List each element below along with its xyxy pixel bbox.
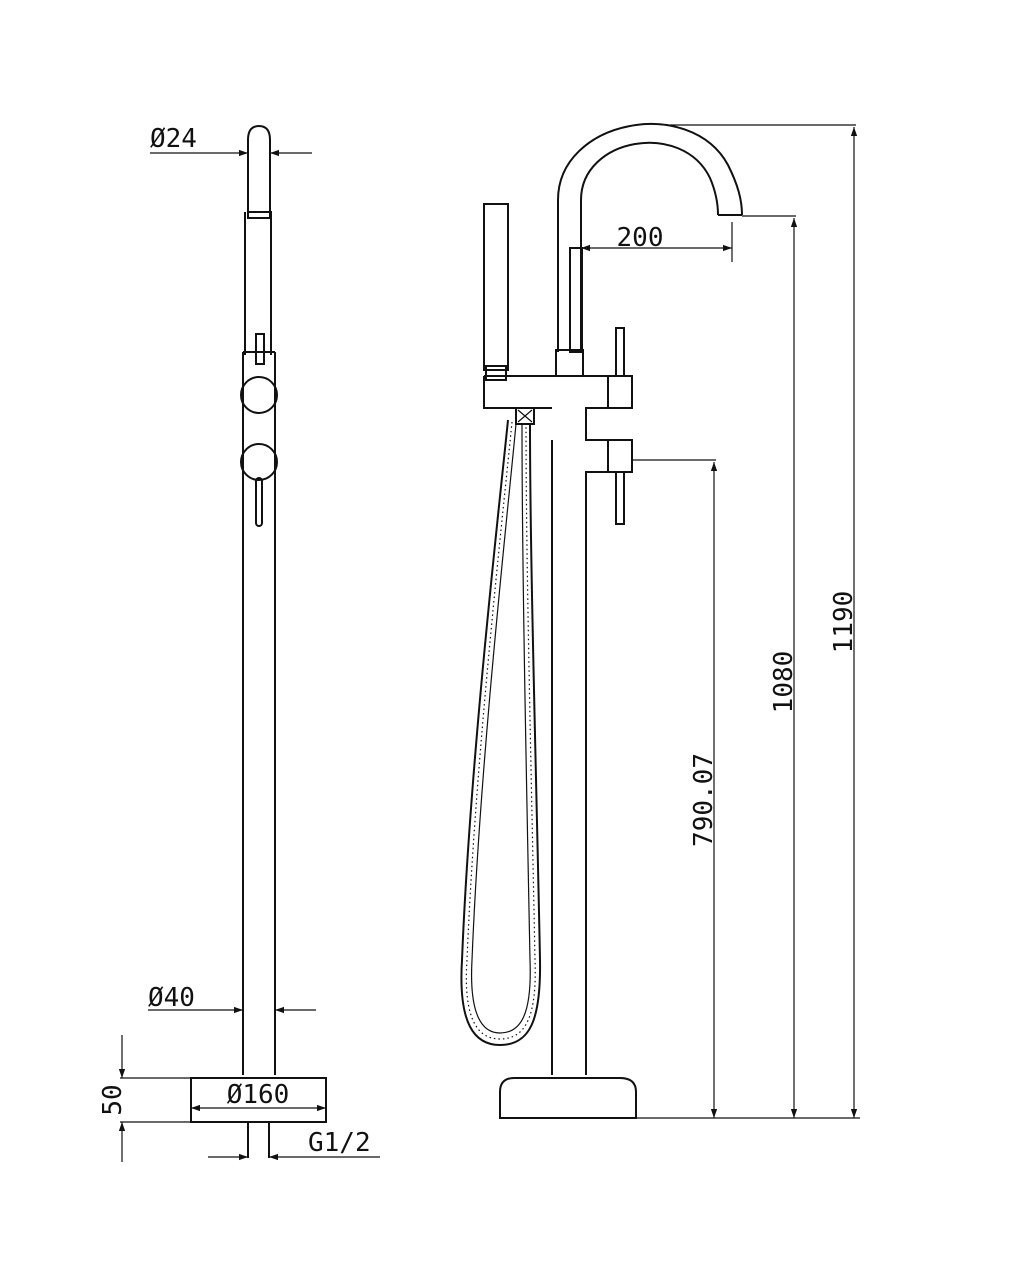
hand-shower-tip <box>485 365 507 381</box>
side-view <box>190 124 327 1158</box>
lower-lever <box>615 471 625 525</box>
dimension-spout-height: 1080 <box>742 215 799 1118</box>
dimension-handle-height: 790.07 <box>632 459 719 1118</box>
spout-outer <box>557 123 743 352</box>
spout-connector <box>555 349 584 377</box>
hose-outer <box>460 419 542 1047</box>
upper-cartridge <box>607 375 633 409</box>
dimension-spout-reach: 200 <box>581 222 733 262</box>
dimension-pipe-diameter: Ø40 <box>148 983 316 1014</box>
hose-inner <box>470 423 531 1034</box>
spout-head <box>247 124 271 219</box>
label-spout-reach: 200 <box>617 223 664 253</box>
lower-lever-side <box>255 477 263 527</box>
inlet-side <box>247 1122 270 1158</box>
upper-lever <box>615 327 625 377</box>
label-spout-height: 1080 <box>769 651 799 714</box>
lower-cartridge <box>607 439 633 473</box>
spout-inner <box>580 141 719 352</box>
spout-neck <box>569 247 583 353</box>
label-inlet-thread: G1/2 <box>308 1128 371 1158</box>
dimension-base-height: 50 <box>98 1035 191 1162</box>
lower-knob-side <box>240 443 278 481</box>
body-side <box>242 351 276 1075</box>
hand-shower-side <box>244 211 272 355</box>
hose-texture <box>465 421 536 1040</box>
label-handle-height: 790.07 <box>689 753 719 847</box>
dimension-spout-diameter: Ø24 <box>150 124 312 157</box>
label-base-diameter: Ø160 <box>227 1080 290 1110</box>
label-pipe-diameter: Ø40 <box>148 983 195 1013</box>
upper-lever-side <box>255 333 265 365</box>
label-total-height: 1190 <box>829 591 859 654</box>
dimension-base-diameter: Ø160 <box>191 1080 326 1112</box>
dimension-total-height: 1190 <box>670 124 859 1118</box>
label-spout-diameter: Ø24 <box>150 124 197 154</box>
floor-base <box>499 1077 637 1119</box>
upper-knob-side <box>240 376 278 414</box>
label-base-height: 50 <box>98 1084 128 1115</box>
hose-connector <box>515 407 535 425</box>
hand-shower <box>483 203 509 371</box>
dimension-inlet-thread: G1/2 <box>208 1128 380 1161</box>
front-view <box>460 123 743 1119</box>
base-side <box>190 1077 327 1123</box>
